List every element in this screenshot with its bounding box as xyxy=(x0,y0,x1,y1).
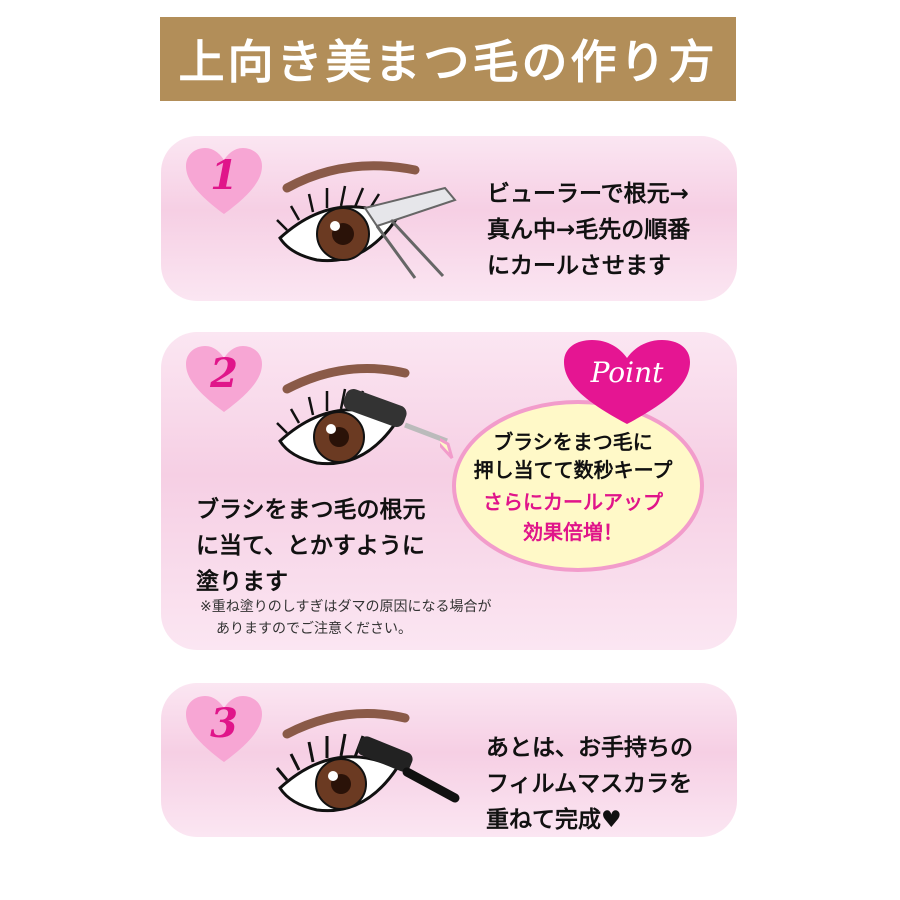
eye-with-curler-illustration xyxy=(276,161,457,279)
eye-with-mascara-brush-illustration xyxy=(276,364,448,466)
step-2-heart-icon: 2 xyxy=(184,344,264,414)
step-3-line-3: 重ねて完成♥ xyxy=(486,807,622,833)
step-2-number: 2 xyxy=(210,350,238,397)
point-heart-icon: Point xyxy=(562,338,692,426)
point-line-2: 押し当てて数秒キープ xyxy=(473,458,673,482)
step-1-line-2: 真ん中→毛先の順番 xyxy=(487,217,691,243)
step-3-line-2: フィルムマスカラを xyxy=(486,771,693,797)
step-2-line-3: 塗ります xyxy=(196,569,288,595)
step-2-line-1: ブラシをまつ毛の根元 xyxy=(196,497,426,523)
page-title: 上向き美まつ毛の作り方 xyxy=(178,35,718,89)
step-3-line-1: あとは、お手持ちの xyxy=(486,735,693,761)
step-1-line-3: にカールさせます xyxy=(487,253,671,279)
step-1-text: ビューラーで根元→ 真ん中→毛先の順番 にカールさせます xyxy=(487,176,690,284)
eye-with-film-mascara-illustration xyxy=(275,709,460,813)
point-line-3: さらにカールアップ xyxy=(483,490,663,514)
step-3-number: 3 xyxy=(210,700,238,747)
step-1-heart-icon: 1 xyxy=(184,146,264,216)
step-2-caution-note: ※重ね塗りのしすぎはダマの原因になる場合が ありますのでご注意ください。 xyxy=(200,596,491,640)
step-1-number: 1 xyxy=(210,152,238,199)
step-2-line-2: に当て、とかすように xyxy=(196,533,425,559)
point-label: Point xyxy=(590,356,664,389)
caution-line-2: ありますのでご注意ください。 xyxy=(216,621,412,637)
point-callout-bubble: ブラシをまつ毛に 押し当てて数秒キープ さらにカールアップ 効果倍増！ xyxy=(440,388,706,576)
point-line-1: ブラシをまつ毛に xyxy=(493,430,653,454)
caution-line-1: ※重ね塗りのしすぎはダマの原因になる場合が xyxy=(200,599,492,615)
step-3-text: あとは、お手持ちの フィルムマスカラを 重ねて完成♥ xyxy=(486,730,693,838)
point-line-4: 効果倍増！ xyxy=(523,520,623,544)
title-banner: 上向き美まつ毛の作り方 xyxy=(160,17,736,101)
step-3-heart-icon: 3 xyxy=(184,694,264,764)
step-1-line-1: ビューラーで根元→ xyxy=(487,181,689,207)
step-2-text: ブラシをまつ毛の根元 に当て、とかすように 塗ります xyxy=(196,492,426,600)
